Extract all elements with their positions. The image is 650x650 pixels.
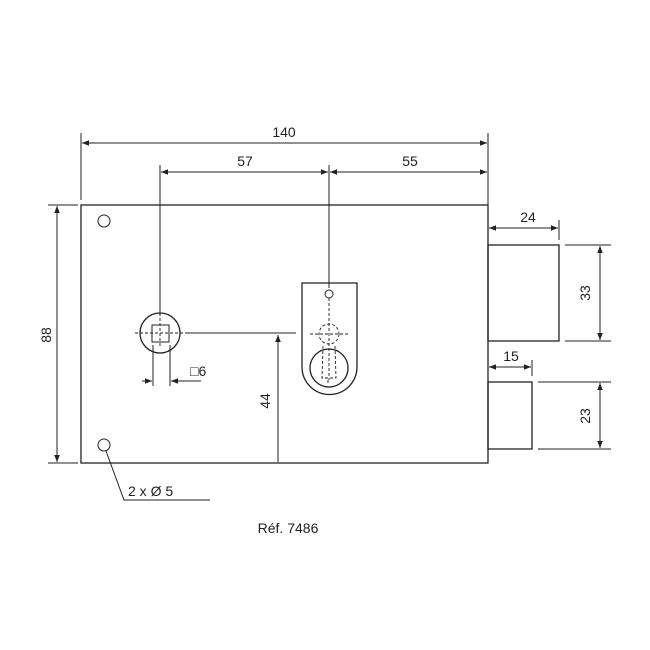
spindle-square-label: □6 (190, 363, 206, 379)
lock-body (80, 204, 489, 464)
key-profile (321, 345, 337, 384)
dim-57-label: 57 (237, 153, 253, 169)
fixing-hole-top (97, 214, 111, 228)
dim-24-label: 24 (520, 209, 536, 225)
dim-23-label: 23 (577, 408, 593, 424)
dim-55-label: 55 (402, 153, 418, 169)
fixing-hole-bottom (97, 438, 111, 452)
small-hole (324, 289, 334, 299)
fixing-holes-label: 2 x Ø 5 (128, 483, 173, 499)
reference-label: Réf. 7486 (258, 520, 319, 536)
dim-15-label: 15 (503, 348, 519, 364)
spindle-square (151, 324, 170, 343)
dim-33-label: 33 (577, 285, 593, 301)
keyhole-circle (309, 348, 349, 388)
dim-140-label: 140 (272, 124, 296, 140)
deadbolt (487, 244, 560, 342)
dim-88-label: 88 (38, 327, 54, 343)
fixing-hole-leader (105, 450, 210, 501)
cylinder-plate (301, 282, 358, 396)
dim-44-label: 44 (257, 393, 273, 409)
latch-bolt (487, 381, 533, 450)
